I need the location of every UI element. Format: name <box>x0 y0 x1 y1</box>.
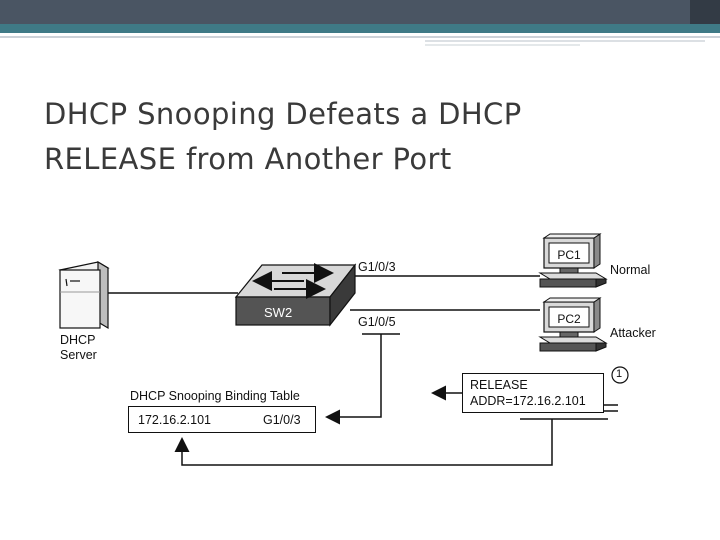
pc1-icon <box>538 233 608 288</box>
snoop-check-arrow <box>325 334 382 425</box>
pc1-role-label: Normal <box>610 263 651 277</box>
port-g103-label: G1/0/3 <box>358 260 396 274</box>
step-circle <box>611 366 629 384</box>
dhcp-server-icon <box>58 260 110 330</box>
pc2-role-label: Attacker <box>610 326 656 340</box>
accent-bar <box>0 24 720 33</box>
release-return-arrow <box>174 419 553 466</box>
pc2-icon <box>538 297 608 352</box>
server-label-line-1: DHCP <box>60 333 96 347</box>
switch-label: SW2 <box>264 305 293 320</box>
dhcp-server-label: DHCP Server <box>60 333 97 363</box>
server-label-line-2: Server <box>60 348 97 362</box>
pc2-label: PC2 <box>557 312 581 326</box>
release-message-type: RELEASE <box>470 378 528 392</box>
switch-icon <box>234 263 357 327</box>
step-number: 1 <box>616 368 623 380</box>
header-bar <box>0 0 720 24</box>
title-line-2: RELEASE from Another Port <box>44 142 452 176</box>
binding-table-title: DHCP Snooping Binding Table <box>130 389 300 403</box>
binding-port: G1/0/3 <box>263 413 301 427</box>
binding-ip: 172.16.2.101 <box>138 413 211 427</box>
port-g105-label: G1/0/5 <box>358 315 396 329</box>
release-message-addr: ADDR=172.16.2.101 <box>470 394 586 408</box>
slide-title: DHCP Snooping Defeats a DHCP RELEASE fro… <box>44 92 684 182</box>
header-decoration <box>0 0 720 46</box>
header-corner-block <box>690 0 720 24</box>
pc1-label: PC1 <box>557 248 581 262</box>
title-line-1: DHCP Snooping Defeats a DHCP <box>44 97 522 131</box>
release-message-box: RELEASE ADDR=172.16.2.101 <box>462 373 604 413</box>
binding-table: 172.16.2.101 G1/0/3 <box>128 406 316 433</box>
